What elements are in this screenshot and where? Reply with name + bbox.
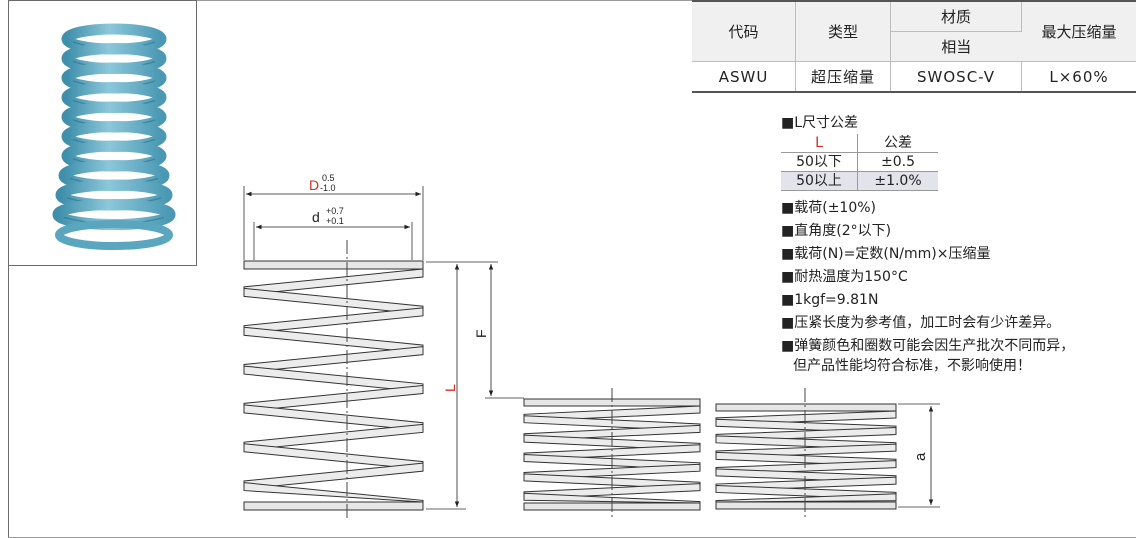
cell-code: ASWU [692,61,796,93]
spring-coil-segment [715,493,897,503]
note-color-variation-cont: 但产品性能均符合标准，不影响使用！ [793,358,1031,374]
header-material: 材质 [890,0,1022,32]
tolerance-range: 50以下 [781,152,858,172]
spec-table: 代码 类型 材质 最大压缩量 相当 ASWU 超压缩量 SWOSC-V L×60… [692,0,1136,93]
label-d-tol-lower: +0.1 [326,216,344,226]
dimension-compression-stroke: F [473,264,524,399]
label-D: D [309,177,319,193]
spring-end-plate-bottom [715,501,897,510]
dimension-solid-height: a [898,403,940,508]
table-row: 50以上 ±1.0% [781,171,938,191]
table-row: ASWU 超压缩量 SWOSC-V L×60% [692,61,1136,93]
frame-top-line [8,0,1136,1]
label-D-tol-lower: -1.0 [320,183,336,193]
header-code: 代码 [692,0,796,62]
spring-end-plate-bottom [243,501,424,511]
table-row: 50以下 ±0.5 [781,152,938,172]
note-heat-resistance: ■耐热温度为150°C [781,269,908,285]
cell-type: 超压缩量 [795,61,891,93]
note-perpendicularity: ■直角度(2°以下) [781,223,892,239]
cell-material: SWOSC-V [890,61,1022,93]
header-equivalent: 相当 [890,31,1022,62]
spring-coil-segment [243,482,424,503]
spring-photo-image [52,23,176,250]
tolerance-col-tol: 公差 [857,134,938,153]
cell-max-compression: L×60% [1021,61,1136,93]
dimension-inner-diameter: d +0.7 +0.1 [253,206,413,260]
label-a: a [912,452,929,461]
label-F: F [473,329,489,338]
spring-solid-drawing [715,403,897,510]
tolerance-range: 50以上 [781,171,858,191]
note-color-variation: ■弹簧颜色和圈数可能会因生产批次不同而异， [781,338,1075,354]
note-unit-conversion: ■1kgf=9.81N [781,292,879,308]
tolerance-value: ±0.5 [857,152,938,172]
photo-coil-base [55,220,173,250]
dimension-free-length: L [426,261,498,510]
dimension-outer-diameter: D 0.5 -1.0 [243,173,424,260]
tolerance-title: ■L尺寸公差 [781,115,859,131]
label-d-tol-upper: +0.7 [326,206,344,216]
tolerance-table: L 公差 50以下 ±0.5 50以上 ±1.0% [781,134,938,191]
tolerance-value: ±1.0% [857,171,938,191]
label-L: L [442,384,458,392]
notes-panel: ■L尺寸公差 L 公差 50以下 ±0.5 50以上 ±1.0% ■载荷(±10… [781,114,1074,375]
spring-end-plate-top [243,260,424,270]
header-type: 类型 [795,0,891,62]
product-photo-frame [8,0,197,266]
note-solid-length: ■压紧长度为参考值，加工时会有少许差异。 [781,315,1061,331]
note-load-formula: ■载荷(N)=定数(N/mm)×压缩量 [781,246,991,262]
frame-left-line [8,0,9,538]
spring-free-length-drawing [243,260,424,511]
spring-end-plate-top [715,403,897,412]
label-D-tol-upper: 0.5 [322,173,335,183]
note-load: ■载荷(±10%) [781,200,876,216]
header-max-compression: 最大压缩量 [1021,0,1136,62]
label-d: d [312,209,320,225]
